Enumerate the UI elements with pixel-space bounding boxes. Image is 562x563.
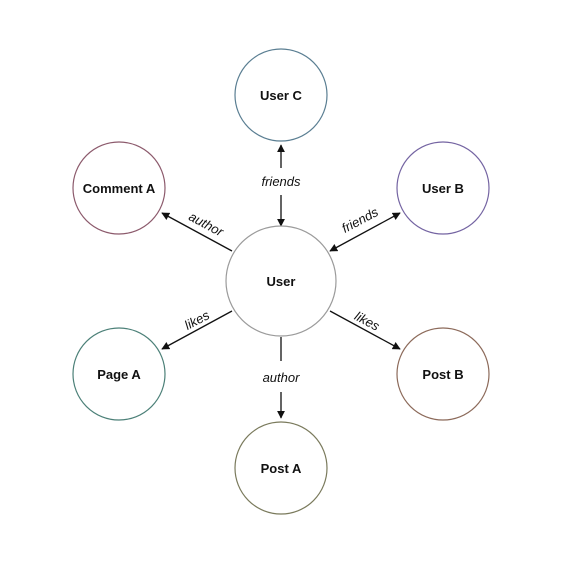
node-label: User B xyxy=(422,181,464,196)
node-label: Post A xyxy=(261,461,302,476)
node-circle xyxy=(72,327,166,421)
edge-label-friends: friends xyxy=(339,204,381,236)
node-circle xyxy=(234,48,328,142)
node-user[interactable]: User xyxy=(225,225,337,337)
edge-user-to-user-c: friends xyxy=(261,144,301,227)
node-user-c[interactable]: User C xyxy=(234,48,328,142)
node-user-b[interactable]: User B xyxy=(396,141,490,235)
edge-user-to-page-a: likes xyxy=(161,307,233,350)
node-label: Comment A xyxy=(83,181,156,196)
edge-label-author: author xyxy=(186,209,226,240)
edge-line xyxy=(161,212,233,252)
edge-line xyxy=(329,310,401,350)
node-circle xyxy=(396,141,490,235)
node-label: Post B xyxy=(422,367,463,382)
edge-user-to-user-b: friends xyxy=(329,204,401,252)
node-post-a[interactable]: Post A xyxy=(234,421,328,515)
node-label: User C xyxy=(260,88,303,103)
edge-user-to-post-b: likes xyxy=(329,308,401,350)
edge-user-to-comment-a: author xyxy=(161,209,233,252)
edge-label-likes: likes xyxy=(352,308,382,334)
node-circle xyxy=(225,225,337,337)
node-circle xyxy=(72,141,166,235)
node-label: User xyxy=(267,274,296,289)
node-comment-a[interactable]: Comment A xyxy=(72,141,166,235)
edge-line xyxy=(161,310,233,350)
node-post-b[interactable]: Post B xyxy=(396,327,490,421)
edge-line xyxy=(329,212,401,252)
node-page-a[interactable]: Page A xyxy=(72,327,166,421)
node-label: Page A xyxy=(97,367,141,382)
edge-label-author: author xyxy=(263,370,301,385)
node-circle xyxy=(234,421,328,515)
edge-label-likes: likes xyxy=(182,307,212,333)
node-circle xyxy=(396,327,490,421)
edge-user-to-post-a: author xyxy=(263,337,301,419)
edge-label-friends: friends xyxy=(261,174,301,189)
